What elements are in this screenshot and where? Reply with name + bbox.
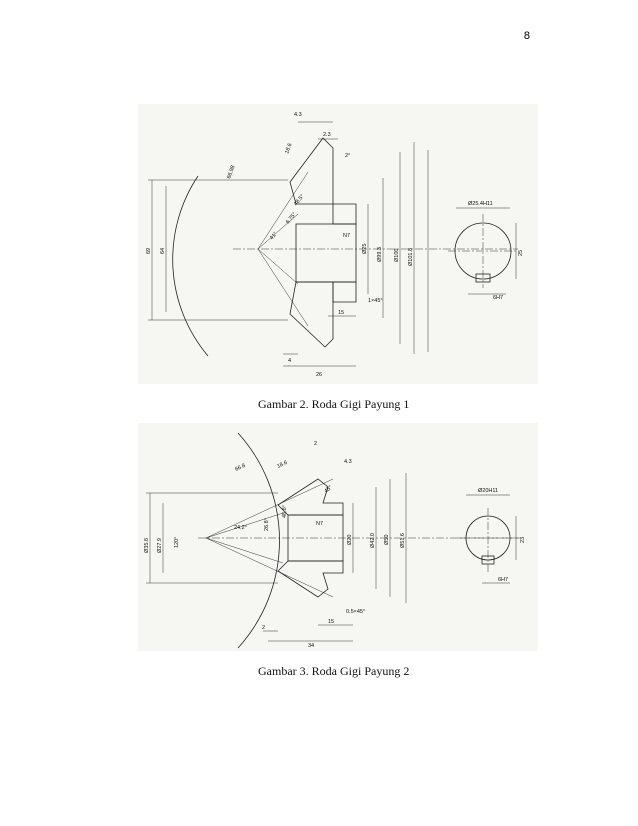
dim-15: 15 [338,310,344,316]
caption-figure-2: Gambar 2. Roda Gigi Payung 1 [258,397,410,411]
dim-phi-35-8: Ø35.8 [144,538,150,553]
dim-2: 2 [314,441,317,447]
dim-2-3: 2.3 [323,132,331,138]
dim-120-deg: 120° [174,537,180,548]
dim-phi-27-9: Ø27.9 [157,538,163,553]
dim-6-75-deg: 6.75° [285,212,298,226]
page-number: 8 [523,30,530,42]
dim-66-98: 66.98 [226,165,236,180]
dim-64: 64 [160,248,166,254]
caption-figure-3: Gambar 3. Roda Gigi Payung 2 [258,664,410,678]
dim-phi-100: Ø100 [394,249,400,262]
pitch-arc [172,175,209,357]
dim-18-6: 18.6 [284,143,293,155]
dim-bore: Ø20H11 [478,488,498,494]
dim-2-bottom: 2 [262,625,265,631]
dim-phi-42: Ø42.0 [370,533,376,548]
dim-phi-20: Ø20 [347,535,353,545]
dim-26-8-deg: 26.8° [264,518,270,531]
dim-66-8: 66.8 [234,463,246,473]
dim-phi-101-8: Ø101.8 [408,248,414,266]
dim-34: 34 [308,643,314,649]
dim-23: 23 [520,537,526,543]
dim-phi-50: Ø50 [384,535,390,545]
pitch-arc [237,432,280,649]
dim-24-2-deg: 24.2° [234,525,247,531]
dim-69: 69 [146,248,152,254]
dim-18-6: 18.6 [276,460,288,470]
surface-finish-n7: N7 [316,521,323,527]
dim-48-8-deg: 48.8° [282,505,288,518]
dim-41-deg: 41° [269,231,279,241]
dim-4-3: 4.3 [294,112,302,118]
dim-phi-25: Ø25 [362,244,368,254]
dim-phi-51-6: Ø51.6 [400,533,406,548]
dim-bore: Ø25.4H11 [468,201,493,207]
bevel-gear-2-drawing: 2 4.3 18.6 66.8 45° Ø35.8 Ø27.9 120° 24.… [138,423,538,651]
dim-2-deg: 2° [345,153,350,159]
dim-15: 15 [328,619,334,625]
dim-chamfer: 0.5×45° [346,609,365,615]
dim-key: 6H7 [498,577,508,583]
dim-phi-99-3: Ø99.3 [377,247,383,262]
dim-26: 26 [316,372,322,378]
dim-key: 6H7 [493,295,503,301]
dim-chamfer: 1×45° [368,298,383,304]
dim-45-deg: 45° [323,485,333,495]
dim-4-3: 4.3 [344,459,352,465]
dim-48-5-deg: 48.5° [293,194,306,208]
surface-finish-n7: N7 [343,233,350,239]
dim-4: 4 [288,358,291,364]
dim-25: 25 [518,250,524,256]
bevel-gear-1-drawing: 4.3 2.3 18.6 66.98 2° 69 64 48.5° 6.75° … [138,104,538,384]
